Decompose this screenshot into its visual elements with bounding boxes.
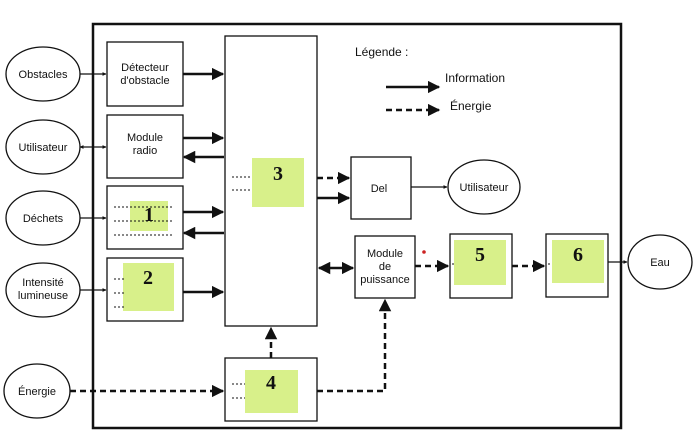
- system-boundary: [91, 22, 623, 430]
- detecteur-label-line2: d'obstacle: [120, 75, 169, 87]
- del-label: Del: [371, 183, 388, 195]
- block-3-highlight: [252, 158, 304, 207]
- legend: Légende : Information Énergie: [355, 45, 505, 117]
- del-block: [350, 156, 412, 220]
- block-5-highlight: [454, 240, 506, 285]
- energie-source-label: Énergie: [18, 385, 56, 398]
- block-1-highlight: [130, 201, 168, 231]
- block-1-number: 1: [144, 204, 154, 226]
- eau-ellipse: [627, 234, 693, 290]
- block4-to-puissance-arrow: [317, 298, 392, 393]
- legend-title: Légende :: [355, 45, 408, 59]
- detecteur-obstacle-block: [106, 41, 184, 107]
- legend-information-label: Information: [445, 71, 505, 85]
- dechets-label: Déchets: [23, 213, 64, 225]
- block-2-number: 2: [143, 267, 153, 289]
- legend-energie-label: Énergie: [450, 98, 492, 113]
- intensite-label-line2: lumineuse: [18, 290, 68, 302]
- module-puissance-line2: de: [379, 261, 391, 273]
- block-4-highlight: [245, 370, 298, 413]
- block-2-highlight: [123, 263, 174, 311]
- eau-label: Eau: [650, 257, 670, 269]
- module-puissance-line3: puissance: [360, 274, 410, 286]
- block-4-number: 4: [266, 372, 276, 394]
- obstacles-label: Obstacles: [19, 69, 68, 81]
- block-6-highlight: [552, 240, 604, 283]
- utilisateur-left-label: Utilisateur: [19, 142, 68, 154]
- block-3-number: 3: [273, 163, 283, 185]
- block-6-number: 6: [573, 244, 583, 266]
- utilisateur-right-label: Utilisateur: [460, 182, 509, 194]
- detecteur-label-line1: Détecteur: [121, 62, 169, 74]
- intensite-label-line1: Intensité: [22, 277, 64, 289]
- block-5-number: 5: [475, 244, 485, 266]
- utilisateur-right-ellipse: [447, 159, 521, 215]
- module-puissance-line1: Module: [367, 248, 403, 260]
- red-dot: [422, 250, 426, 254]
- module-radio-label-line2: radio: [133, 145, 157, 157]
- module-radio-label-line1: Module: [127, 132, 163, 144]
- module-radio-block: [106, 114, 184, 179]
